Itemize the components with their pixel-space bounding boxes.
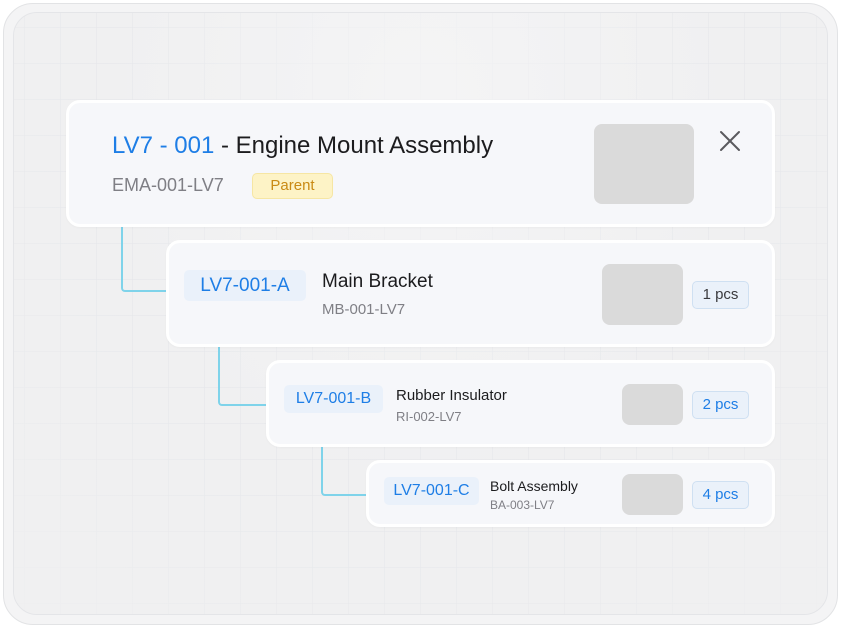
child-name-c: Bolt Assembly [490,478,578,494]
child-part-card-c[interactable]: LV7-001-C Bolt Assembly BA-003-LV7 4 pcs [366,460,775,527]
close-icon[interactable] [718,129,742,153]
child-code-a: LV7-001-A [184,270,306,301]
parent-code: LV7 - 001 [112,132,215,159]
child-thumbnail-b [622,384,683,425]
child-code-c: LV7-001-C [384,477,479,505]
parent-name: Engine Mount Assembly [235,132,494,159]
parent-title: LV7 - 001 - Engine Mount Assembly [112,132,493,160]
title-separator: - [214,132,236,159]
tree-connector-2 [218,346,270,406]
parent-badge: Parent [252,173,333,199]
child-name-a: Main Bracket [322,271,433,292]
tree-connector-1 [121,226,169,292]
child-code-b: LV7-001-B [284,385,383,413]
child-part-number-c: BA-003-LV7 [490,498,555,512]
parent-part-number: EMA-001-LV7 [112,175,224,195]
child-thumbnail-a [602,264,683,325]
child-name-b: Rubber Insulator [396,387,507,404]
child-qty-c: 4 pcs [692,481,749,509]
child-part-card-b[interactable]: LV7-001-B Rubber Insulator RI-002-LV7 2 … [266,360,775,447]
child-part-number-b: RI-002-LV7 [396,409,462,424]
child-part-number-a: MB-001-LV7 [322,301,406,318]
parent-part-card[interactable]: LV7 - 001 - Engine Mount Assembly EMA-00… [66,100,775,227]
parent-thumbnail [594,124,694,204]
tree-connector-3 [321,446,369,496]
child-part-card-a[interactable]: LV7-001-A Main Bracket MB-001-LV7 1 pcs [166,240,775,347]
child-thumbnail-c [622,474,683,515]
child-qty-b: 2 pcs [692,391,749,419]
child-qty-a: 1 pcs [692,281,749,309]
